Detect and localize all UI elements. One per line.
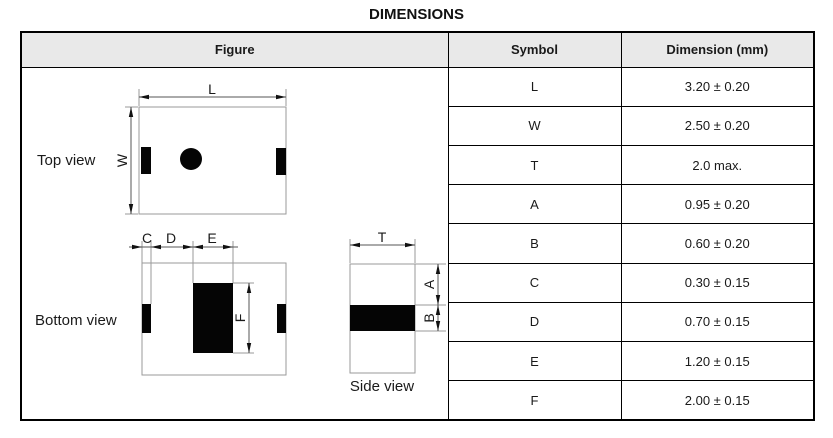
dimension-cell: 3.20 ± 0.20 <box>620 66 815 107</box>
symbol-cell: T <box>447 144 622 186</box>
top-view-outline <box>138 106 287 214</box>
symbol-cell: C <box>447 262 622 303</box>
top-view-terminal-left <box>141 146 151 174</box>
table-row: L W Top view <box>20 66 815 421</box>
side-view-label: Side view <box>350 378 414 395</box>
table-row: B 0.60 ± 0.20 <box>21 223 815 264</box>
bottom-view: C D E F Bottom view <box>35 230 287 375</box>
dim-label-b: B <box>421 313 437 322</box>
dim-label-e: E <box>207 230 216 246</box>
dimension-cell: 0.95 ± 0.20 <box>620 184 815 225</box>
bottom-view-terminal-right <box>277 303 286 333</box>
symbol-cell: F <box>447 380 622 421</box>
header-figure: Figure <box>20 31 449 68</box>
table-row: T 2.0 max. <box>21 144 815 186</box>
dim-label-w: W <box>114 153 130 167</box>
table-row: C 0.30 ± 0.15 <box>21 262 815 303</box>
dim-label-t: T <box>378 229 387 245</box>
symbol-cell: D <box>447 301 622 343</box>
dimension-cell: 2.00 ± 0.15 <box>620 380 815 421</box>
dim-label-c: C <box>142 230 152 246</box>
side-view: T A B Side view <box>349 229 446 395</box>
dimensions-figure: L W Top view <box>35 81 446 395</box>
top-view: L W Top view <box>37 81 287 214</box>
header-symbol: Symbol <box>447 31 622 68</box>
page-title: DIMENSIONS <box>368 6 464 23</box>
symbol-cell: A <box>447 184 622 225</box>
top-view-pin-marker <box>180 147 202 170</box>
dim-label-d: D <box>166 230 176 246</box>
symbol-cell: E <box>447 341 622 382</box>
symbol-cell: W <box>447 105 622 146</box>
table-row: E 1.20 ± 0.15 <box>21 341 815 382</box>
bottom-view-label: Bottom view <box>35 312 117 329</box>
side-view-band <box>350 304 415 331</box>
table-row: A 0.95 ± 0.20 <box>21 184 815 225</box>
dim-label-a: A <box>421 279 437 289</box>
table-row: W 2.50 ± 0.20 <box>21 105 815 146</box>
dimension-cell: 0.70 ± 0.15 <box>620 301 815 343</box>
dim-label-f: F <box>232 313 248 322</box>
top-view-terminal-right <box>276 147 286 175</box>
figure-cell: L W Top view <box>20 66 449 421</box>
dimension-cell: 2.0 max. <box>620 144 815 186</box>
header-dimension: Dimension (mm) <box>620 31 815 68</box>
dimensions-table: Figure Symbol Dimension (mm) <box>20 31 815 421</box>
dim-label-l: L <box>208 81 216 97</box>
bottom-view-terminal-left <box>142 303 151 333</box>
table-row: F 2.00 ± 0.15 <box>21 380 815 421</box>
dimension-cell: 2.50 ± 0.20 <box>620 105 815 146</box>
dimension-cell: 1.20 ± 0.15 <box>620 341 815 382</box>
top-view-label: Top view <box>37 152 96 169</box>
bottom-view-center-pad <box>193 282 233 353</box>
dimension-cell: 0.60 ± 0.20 <box>620 223 815 264</box>
symbol-cell: L <box>447 66 622 107</box>
symbol-cell: B <box>447 223 622 264</box>
table-header-row: Figure Symbol Dimension (mm) <box>20 31 815 68</box>
table-row: D 0.70 ± 0.15 <box>21 301 815 343</box>
dimension-cell: 0.30 ± 0.15 <box>620 262 815 303</box>
